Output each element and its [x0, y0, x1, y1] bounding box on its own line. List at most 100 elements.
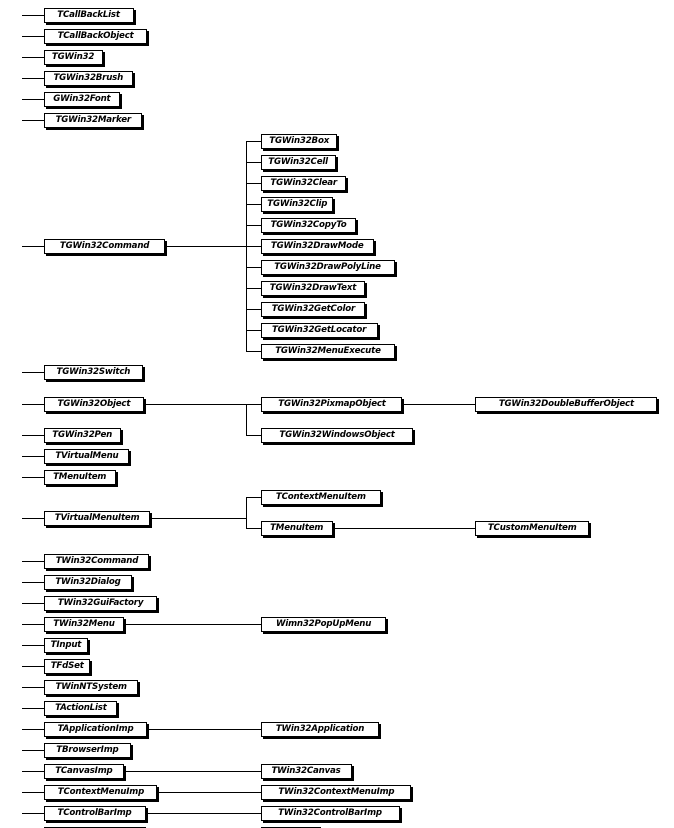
class-node-label: TCanvasImp — [55, 766, 113, 776]
class-node[interactable]: TBrowserImp — [44, 743, 131, 758]
class-node[interactable]: TActionList — [44, 701, 117, 716]
class-node[interactable]: TContextMenuItem — [261, 490, 381, 505]
connector-root-stub — [22, 120, 44, 121]
class-node[interactable]: TGWin32MenuExecute — [261, 344, 395, 359]
class-node[interactable]: TGWin32Box — [261, 134, 337, 149]
connector-child-stub — [246, 141, 261, 142]
connector-root-stub — [22, 246, 44, 247]
class-node[interactable]: TVirtualMenuItem — [44, 511, 150, 526]
connector-root-stub — [22, 372, 44, 373]
class-node[interactable]: TMenuItem — [261, 521, 333, 536]
connector-root-stub — [22, 687, 44, 688]
class-node[interactable]: TGWin32GetLocator — [261, 323, 378, 338]
connector-link — [148, 813, 261, 814]
class-node-label: TGWin32DrawMode — [271, 241, 364, 251]
connector-root-stub — [22, 78, 44, 79]
class-node[interactable]: TGWin32DrawMode — [261, 239, 374, 254]
connector-root-stub — [22, 404, 44, 405]
class-node-label: TApplicationImp — [57, 724, 134, 734]
class-node-label: TWin32Menu — [53, 619, 115, 629]
class-node-label: TVirtualMenuItem — [54, 513, 140, 523]
connector-child-stub — [246, 267, 261, 268]
class-node[interactable]: Wimn32PopUpMenu — [261, 617, 386, 632]
connector-root-stub — [22, 645, 44, 646]
class-node[interactable]: TGWin32DoubleBufferObject — [475, 397, 657, 412]
class-node[interactable]: TGWin32WindowsObject — [261, 428, 413, 443]
class-node[interactable]: TGWin32Clear — [261, 176, 346, 191]
class-node[interactable]: TWin32ContextMenuImp — [261, 785, 411, 800]
class-node-label: TWin32ControlBarImp — [278, 808, 383, 818]
class-node-label: TMenuItem — [270, 523, 324, 533]
connector-root-stub — [22, 750, 44, 751]
class-node[interactable]: TWin32Dialog — [44, 575, 132, 590]
class-node-label: TControlBarImp — [57, 808, 133, 818]
class-node-label: TGWin32Command — [59, 241, 150, 251]
class-node-label: TGWin32MenuExecute — [275, 346, 381, 356]
connector-root-stub — [22, 666, 44, 667]
class-node-label: TGWin32Switch — [56, 367, 131, 377]
class-node[interactable]: TControlBarImp — [44, 806, 146, 821]
class-node[interactable]: TWin32Application — [261, 722, 379, 737]
class-node-label: TGWin32Box — [269, 136, 329, 146]
class-node[interactable]: TGWin32Clip — [261, 197, 333, 212]
class-node-label: TWin32Command — [55, 556, 138, 566]
class-node[interactable]: TCustomMenuItem — [475, 521, 589, 536]
class-node-label: TWin32GuiFactory — [57, 598, 144, 608]
connector-root-stub — [22, 582, 44, 583]
connector-root-stub — [22, 771, 44, 772]
class-node-label: TBrowserImp — [56, 745, 119, 755]
class-node[interactable]: TWin32ControlBarImp — [261, 806, 400, 821]
class-node[interactable]: TContextMenuImp — [44, 785, 157, 800]
class-node-label: TGWin32PixmapObject — [277, 399, 386, 409]
class-node[interactable]: TGWin32 — [44, 50, 103, 65]
class-node[interactable]: TWinNTSystem — [44, 680, 138, 695]
class-node[interactable]: TApplicationImp — [44, 722, 147, 737]
class-node[interactable]: TGWin32DrawText — [261, 281, 365, 296]
connector-root-stub — [22, 561, 44, 562]
class-node[interactable]: TGWin32GetColor — [261, 302, 365, 317]
class-node-label: TGWin32DrawText — [269, 283, 357, 293]
class-node[interactable]: TGWin32Pen — [44, 428, 121, 443]
connector-link — [159, 792, 261, 793]
class-node-label: TCustomMenuItem — [487, 523, 577, 533]
class-node[interactable]: TCallBackObject — [44, 29, 147, 44]
class-node[interactable]: TFdSet — [44, 659, 90, 674]
connector-root-stub — [22, 57, 44, 58]
connector-root-stub — [22, 477, 44, 478]
class-node[interactable]: TGWin32CopyTo — [261, 218, 356, 233]
class-node[interactable]: TGWin32Object — [44, 397, 144, 412]
connector-child-stub — [246, 288, 261, 289]
connector-root-stub — [22, 435, 44, 436]
connector-link — [126, 624, 261, 625]
class-node[interactable]: TWin32Menu — [44, 617, 124, 632]
connector-link — [126, 771, 261, 772]
class-node[interactable]: TMenuItem — [44, 470, 116, 485]
class-node[interactable]: TWin32Command — [44, 554, 149, 569]
class-node-label: TGWin32 — [52, 52, 95, 62]
class-node[interactable]: TGWin32DrawPolyLine — [261, 260, 395, 275]
class-node[interactable]: TWin32Canvas — [261, 764, 352, 779]
class-node-label: TContextMenuImp — [57, 787, 144, 797]
connector-root-stub — [22, 708, 44, 709]
class-node[interactable]: TGWin32Command — [44, 239, 165, 254]
class-node[interactable]: TGWin32PixmapObject — [261, 397, 402, 412]
class-node[interactable]: TCanvasImp — [44, 764, 124, 779]
connector-bus — [246, 497, 247, 528]
class-node[interactable]: TGWin32Cell — [261, 155, 336, 170]
connector-child-stub — [246, 204, 261, 205]
class-node[interactable]: TVirtualMenu — [44, 449, 129, 464]
connector-parent-stem — [167, 246, 246, 247]
class-node[interactable]: TGWin32Brush — [44, 71, 133, 86]
class-node[interactable]: TGWin32Marker — [44, 113, 142, 128]
class-node[interactable]: TInput — [44, 638, 88, 653]
connector-child-stub — [246, 330, 261, 331]
class-node[interactable]: GWin32Font — [44, 92, 120, 107]
class-node[interactable]: TCallBackList — [44, 8, 134, 23]
class-node-label: TWin32Dialog — [55, 577, 121, 587]
class-node[interactable]: TGWin32Switch — [44, 365, 143, 380]
connector-link — [149, 729, 261, 730]
class-node-label: TWin32ContextMenuImp — [277, 787, 395, 797]
class-node[interactable]: TWin32GuiFactory — [44, 596, 157, 611]
connector-link — [404, 404, 475, 405]
